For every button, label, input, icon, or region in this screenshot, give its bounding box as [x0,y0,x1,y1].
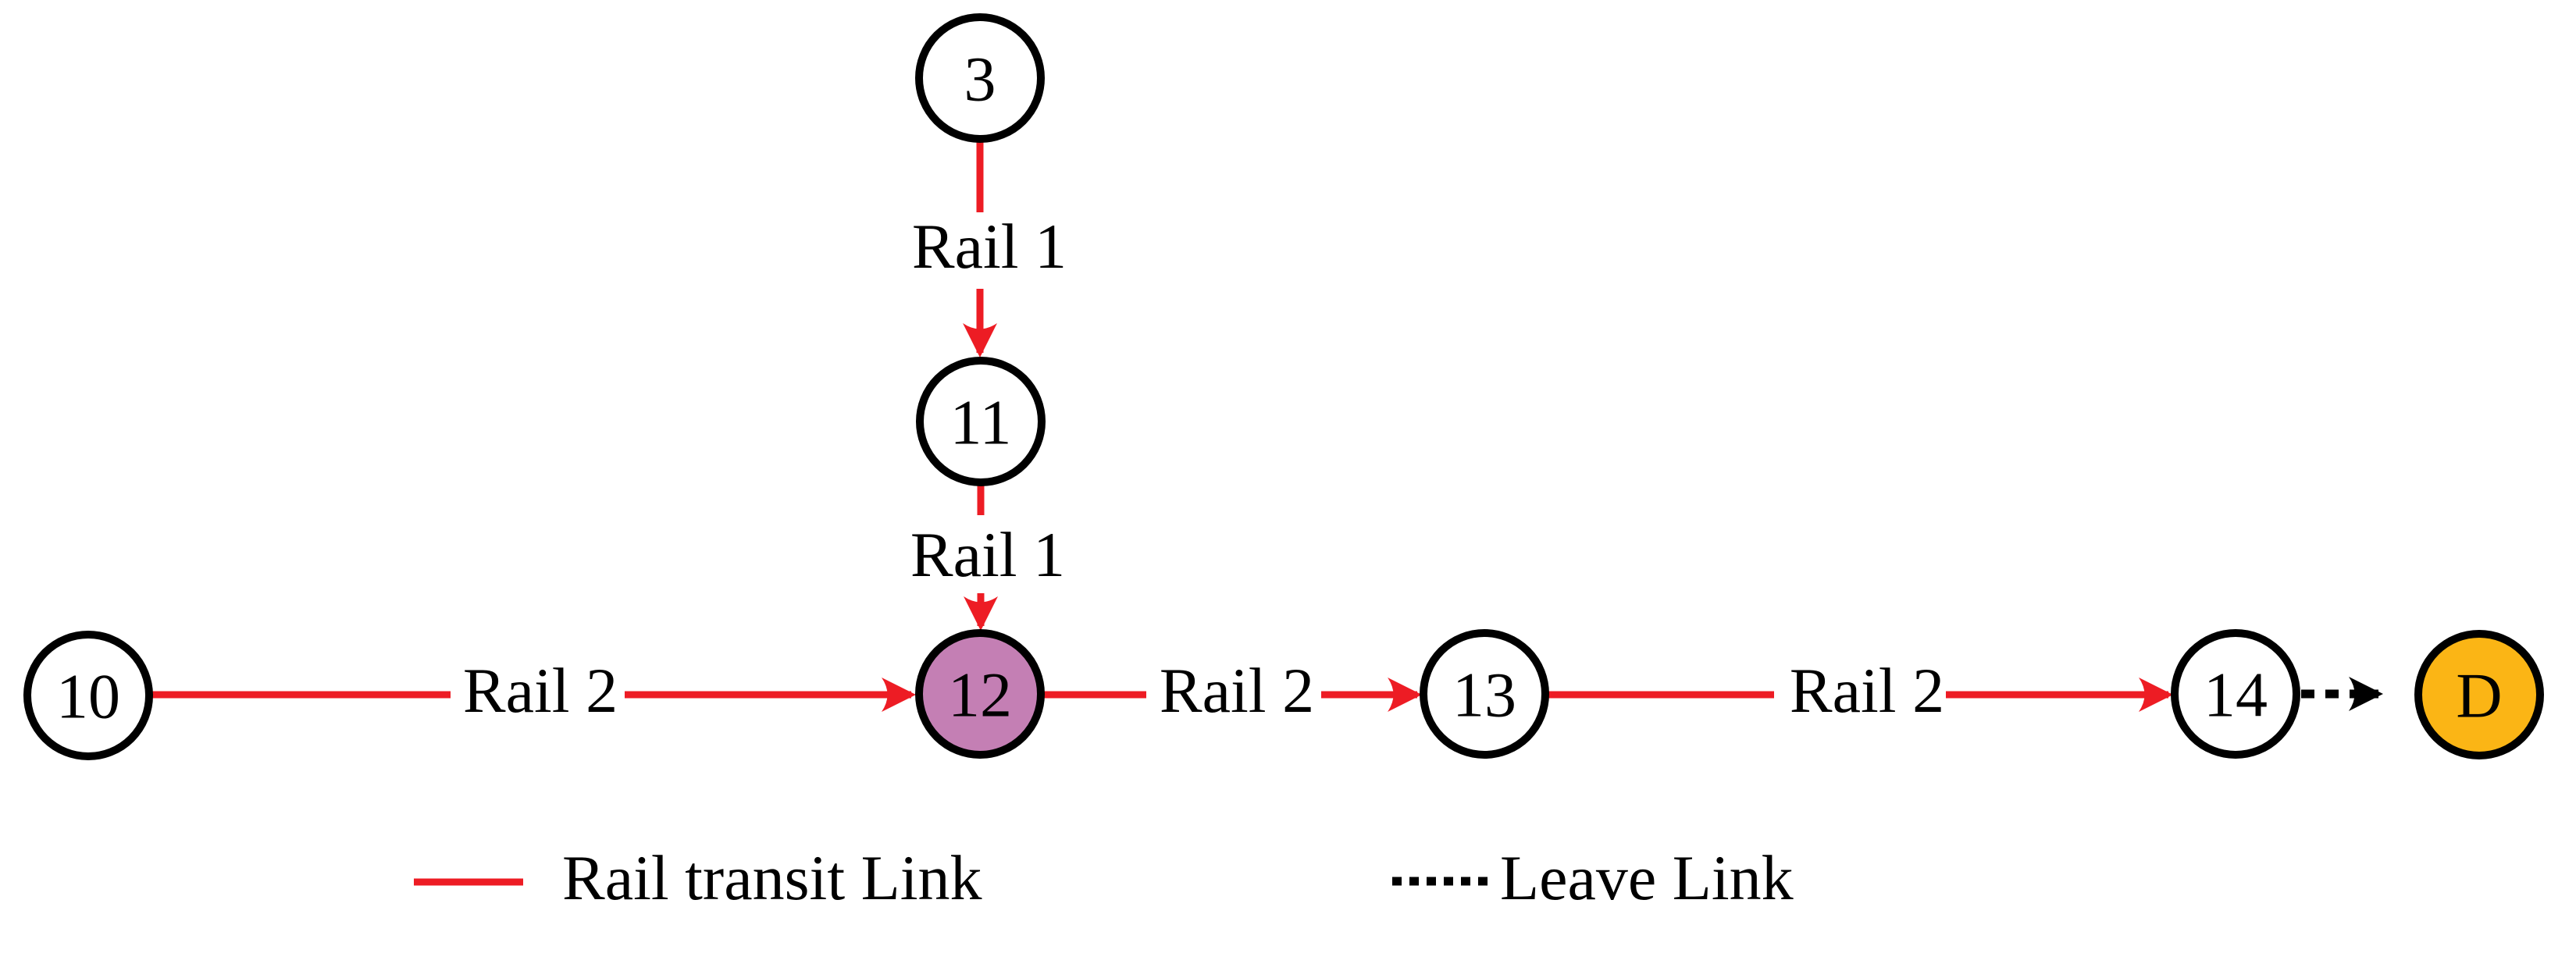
node-12-label: 12 [948,660,1012,731]
node-10-label: 10 [56,661,120,732]
node-3-label: 3 [964,44,996,115]
node-14-label: 14 [2204,660,2268,731]
edge-label-rail2-middle: Rail 2 [1160,655,1314,726]
node-12-transfer [915,629,1045,759]
edge-label-rail2-left: Rail 2 [463,655,618,726]
node-10 [23,631,153,760]
node-11-label: 11 [950,387,1012,458]
edge-label-rail2-right: Rail 2 [1790,655,1944,726]
edge-label-rail1-lower: Rail 1 [910,519,1065,590]
legend: Rail transit Link Leave Link [414,842,1794,913]
node-11 [916,357,1046,486]
node-D-destination [2414,630,2544,759]
node-3 [915,13,1045,143]
node-14 [2171,629,2300,759]
edge-label-rail1-upper: Rail 1 [912,211,1067,282]
legend-rail-link-label: Rail transit Link [562,842,982,913]
node-13-label: 13 [1452,660,1516,731]
node-D-label: D [2456,660,2502,731]
legend-leave-link-label: Leave Link [1500,842,1794,913]
node-13 [1420,629,1549,759]
